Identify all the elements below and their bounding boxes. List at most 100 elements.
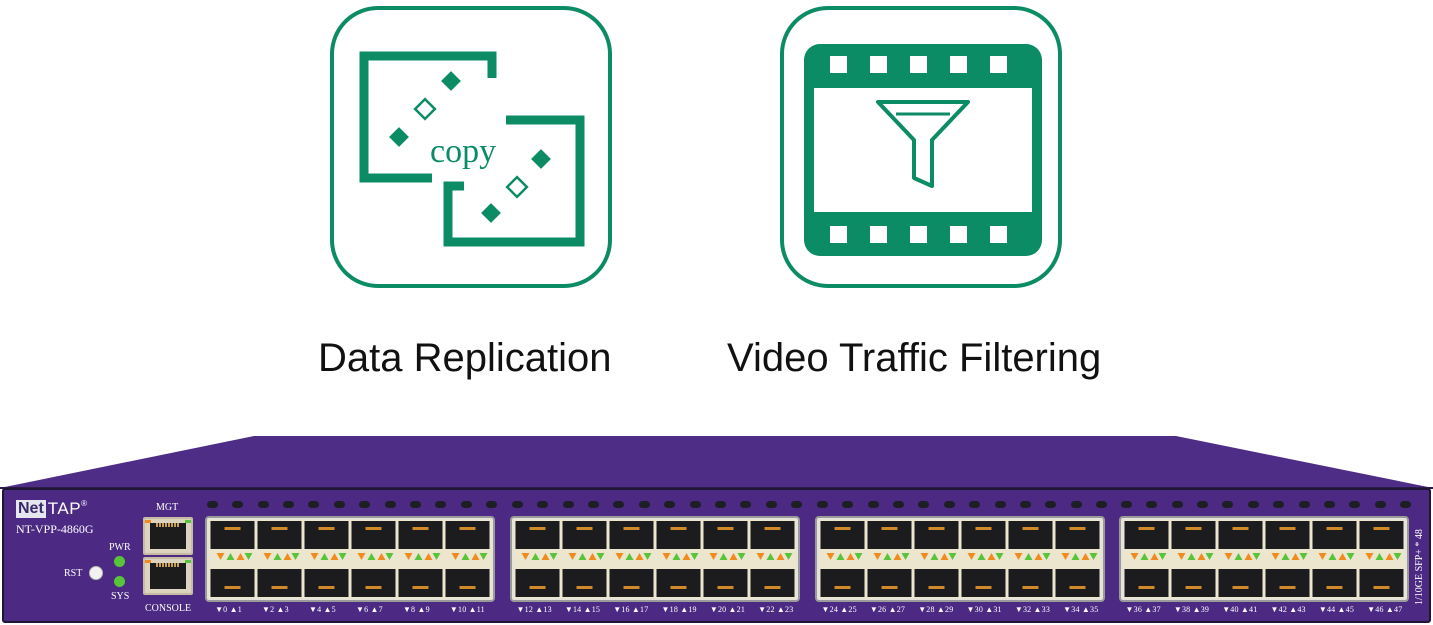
sfp-port[interactable] [961,569,1006,597]
port-status-led-icon [1399,501,1411,508]
sfp-port[interactable] [351,569,396,597]
sfp-port[interactable] [914,569,959,597]
port-status-led-icon [1070,501,1082,508]
sfp-port[interactable] [1265,569,1310,597]
sfp-port[interactable] [351,521,396,549]
nettap-logo: Net TAP ® [16,500,87,518]
sfp-port[interactable] [398,569,443,597]
port-pair-label: ▼4 ▲5 [309,605,336,614]
sfp-port[interactable] [1008,569,1053,597]
sfp-port[interactable] [1312,569,1357,597]
port-status-led-icon [1197,501,1209,508]
port-pair-label: ▼24 ▲25 [821,605,857,614]
sfp-port[interactable] [1008,521,1053,549]
sfp-port[interactable] [1218,569,1263,597]
sfp-port[interactable] [750,521,795,549]
copy-icon-text: copy [430,133,496,170]
sfp-port[interactable] [562,569,607,597]
port-pair-label: ▼18 ▲19 [661,605,697,614]
port-pair-label: ▼10 ▲11 [449,605,485,614]
port-status-led-icon [359,501,371,508]
sfp-port[interactable] [609,569,654,597]
sfp-port[interactable] [210,569,255,597]
sfp-port[interactable] [304,521,349,549]
sfp-port[interactable] [257,569,302,597]
mgt-port[interactable] [143,517,193,555]
port-status-led-icon [562,501,574,508]
sfp-port[interactable] [1265,521,1310,549]
console-port[interactable] [143,557,193,595]
sfp-port[interactable] [656,569,701,597]
sfp-port[interactable] [656,521,701,549]
sfp-port[interactable] [1124,521,1169,549]
port-status-led-icon [257,501,269,508]
reset-button[interactable] [89,566,103,580]
sfp-port[interactable] [867,521,912,549]
sfp-port[interactable] [1359,521,1404,549]
port-status-led-icon [740,501,752,508]
port-status-led-icon [1273,501,1285,508]
port-pair-label: ▼34 ▲35 [1063,605,1099,614]
sfp-port[interactable] [1055,521,1100,549]
front-panel: Net TAP ® NT-VPP-4860G RST PWR SYS MGT C… [2,488,1431,623]
port-pair-label: ▼30 ▲31 [966,605,1002,614]
sfp-port[interactable] [914,521,959,549]
film-filter-icon [804,44,1042,256]
sfp-port[interactable] [820,569,865,597]
sfp-port[interactable] [1218,521,1263,549]
port-pair-label: ▼40 ▲41 [1222,605,1258,614]
port-pair-label: ▼14 ▲15 [564,605,601,614]
sfp-port[interactable] [1171,569,1216,597]
logo-net: Net [16,500,46,518]
port-status-led-icon [512,501,523,508]
port-status-led-icon [893,501,905,508]
port-status-led-icon [867,501,879,508]
sfp-port-group: ▼12 ▲13▼14 ▲15▼16 ▲17▼18 ▲19▼20 ▲21▼22 ▲… [510,501,802,614]
rst-label: RST [64,568,83,579]
logo-registered: ® [81,499,87,508]
port-status-led-icon [842,501,854,508]
sfp-port[interactable] [750,569,795,597]
port-status-led-icon [994,501,1006,508]
sfp-port[interactable] [703,569,748,597]
sfp-port[interactable] [820,521,865,549]
sfp-port[interactable] [867,569,912,597]
port-pair-label: ▼28 ▲29 [918,605,954,614]
port-pair-label: ▼22 ▲23 [758,605,794,614]
mgt-label: MGT [156,502,179,513]
port-status-led-icon [714,501,726,508]
sfp-port[interactable] [445,521,490,549]
port-pair-label: ▼38 ▲39 [1173,605,1210,614]
sfp-port[interactable] [609,521,654,549]
sfp-port[interactable] [257,521,302,549]
sfp-port[interactable] [1171,521,1216,549]
sfp-port[interactable] [210,521,255,549]
system-led-icon [114,576,125,587]
sfp-port[interactable] [1055,569,1100,597]
port-status-led-icon [1247,501,1259,508]
sfp-port[interactable] [445,569,490,597]
console-label: CONSOLE [145,603,192,614]
sfp-port-group: ▼0 ▲1▼2 ▲3▼4 ▲5▼6 ▲7▼8 ▲9▼10 ▲11 [205,501,497,614]
sfp-port[interactable] [703,521,748,549]
sfp-port[interactable] [562,521,607,549]
port-status-led-icon [537,501,549,508]
port-status-led-icon [409,501,421,508]
sfp-cage [205,516,495,602]
sfp-port[interactable] [1312,521,1357,549]
sfp-port[interactable] [1124,569,1169,597]
sfp-port[interactable] [1359,569,1404,597]
logo-tap: TAP [47,499,82,518]
sfp-cage [510,516,800,602]
model-number: NT-VPP-4860G [16,522,94,536]
sfp-port[interactable] [304,569,349,597]
sfp-port[interactable] [398,521,443,549]
port-status-led-icon [664,501,676,508]
sfp-port[interactable] [961,521,1006,549]
port-status-led-icon [333,501,345,508]
port-pair-label: ▼12 ▲13 [516,605,552,614]
sfp-port[interactable] [515,521,560,549]
sfp-port[interactable] [515,569,560,597]
port-pair-label: ▼20 ▲21 [709,605,746,614]
port-status-led-icon [384,501,396,508]
